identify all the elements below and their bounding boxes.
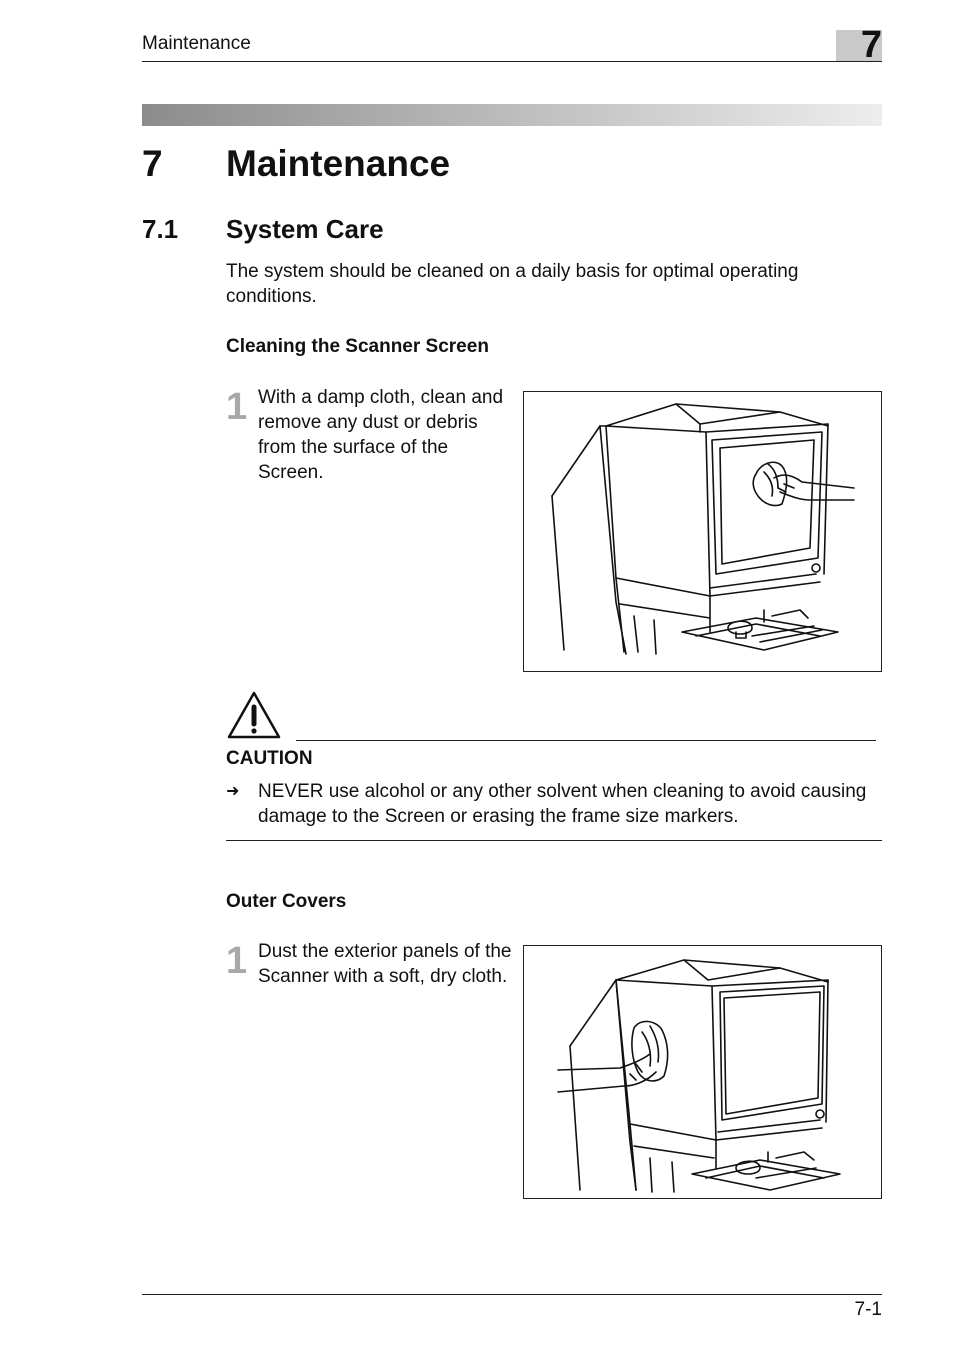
running-header-title: Maintenance: [142, 33, 251, 54]
caution-label: CAUTION: [226, 748, 313, 769]
screen-step-text: With a damp cloth, clean and remove any …: [258, 387, 504, 483]
warning-triangle-icon: [226, 690, 282, 740]
section-number: 7.1: [142, 214, 179, 244]
chapter-gradient-bar: [142, 104, 882, 126]
arrow-right-icon: ➜: [226, 783, 240, 800]
screen-step-number: 1: [226, 386, 248, 428]
covers-step-number: 1: [226, 940, 248, 982]
page-number: 7-1: [854, 1299, 882, 1320]
chapter-number: 7: [142, 143, 163, 184]
chapter-title: Maintenance: [226, 143, 451, 184]
section-intro: The system should be cleaned on a daily …: [226, 261, 799, 307]
outer-covers-heading: Outer Covers: [226, 891, 347, 912]
caution-divider: [296, 740, 876, 741]
covers-step-text: Dust the exterior panels of the Scanner …: [258, 941, 512, 987]
chapter-tab-number: 7: [860, 24, 882, 66]
outer-covers-illustration: [523, 945, 882, 1199]
chapter-tab-background: [836, 30, 882, 61]
caution-text: NEVER use alcohol or any other solvent w…: [258, 781, 867, 827]
footer-divider: [142, 1294, 882, 1295]
caution-end-divider: [226, 840, 882, 841]
screen-cleaning-illustration: [523, 391, 882, 672]
header-divider: [142, 61, 882, 62]
section-title: System Care: [226, 214, 384, 244]
screen-cleaning-heading: Cleaning the Scanner Screen: [226, 336, 489, 357]
